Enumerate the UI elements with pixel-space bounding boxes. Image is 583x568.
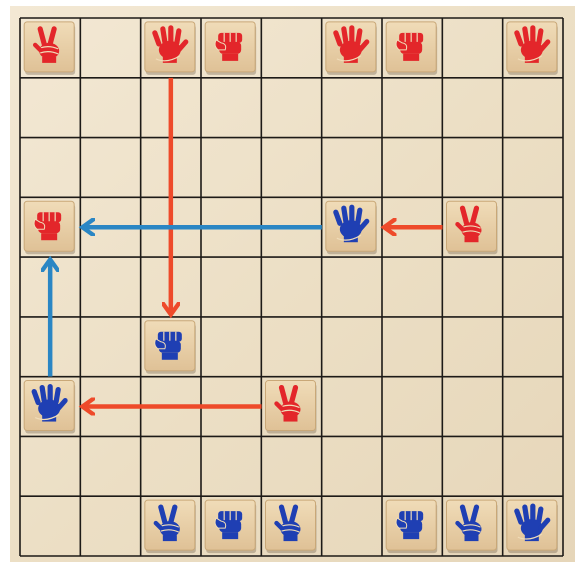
red-rock-piece[interactable] (24, 201, 75, 254)
blue-paper-piece[interactable] (507, 500, 558, 553)
blue-rock-piece[interactable] (145, 321, 196, 374)
red-paper-piece[interactable] (326, 22, 377, 75)
board-surface (10, 6, 575, 562)
red-rock-piece[interactable] (205, 22, 256, 75)
red-scissors-piece[interactable] (447, 201, 498, 254)
blue-scissors-piece[interactable] (145, 500, 196, 553)
red-rock-piece[interactable] (386, 22, 437, 75)
blue-paper-piece[interactable] (326, 201, 377, 254)
blue-rock-piece[interactable] (205, 500, 256, 553)
red-scissors-piece[interactable] (24, 22, 75, 75)
blue-scissors-piece[interactable] (266, 500, 317, 553)
blue-rock-piece[interactable] (386, 500, 437, 553)
blue-paper-piece[interactable] (24, 381, 75, 434)
red-paper-piece[interactable] (507, 22, 558, 75)
red-paper-piece[interactable] (145, 22, 196, 75)
blue-scissors-piece[interactable] (447, 500, 498, 553)
red-scissors-piece[interactable] (266, 381, 317, 434)
